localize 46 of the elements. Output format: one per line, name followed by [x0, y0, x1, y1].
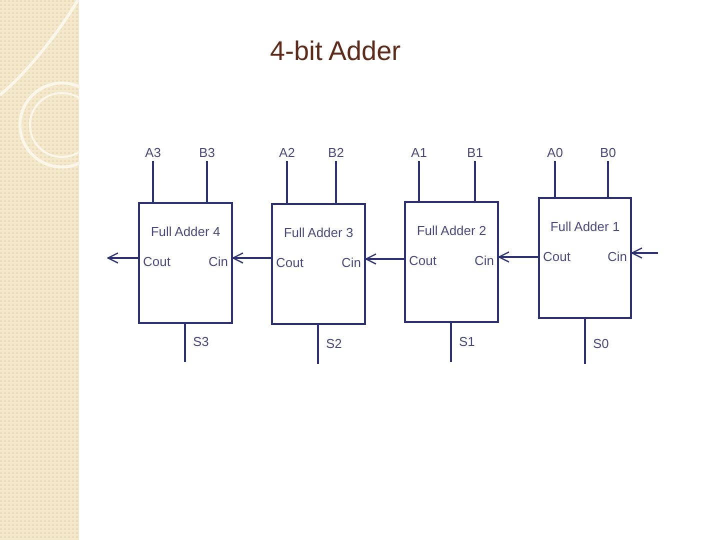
block-title: Full Adder 1 — [550, 219, 620, 235]
arrow — [631, 247, 658, 259]
signal-label: B1 — [463, 145, 487, 161]
block-title: Full Adder 4 — [150, 224, 220, 240]
wire — [335, 161, 337, 203]
signal-label: A0 — [543, 145, 567, 161]
arrow — [498, 251, 538, 263]
wire — [184, 324, 186, 362]
port-label: Cin — [474, 253, 494, 269]
wire — [152, 161, 154, 202]
port-label: Cout — [143, 254, 170, 270]
wire — [584, 319, 586, 364]
wire — [286, 161, 288, 203]
arrow — [232, 252, 271, 264]
signal-label: S1 — [451, 332, 481, 362]
port-label: Cout — [409, 253, 436, 269]
title: 4-bit Adder — [270, 36, 401, 67]
signal-label: S3 — [185, 332, 215, 362]
arrow — [107, 252, 138, 264]
full-adder-block — [538, 197, 632, 319]
signal-label: A2 — [275, 145, 299, 161]
port-label: Cin — [341, 255, 361, 271]
wire — [206, 161, 208, 202]
wire — [450, 323, 452, 362]
block-title: Full Adder 2 — [416, 223, 486, 239]
signal-label: A1 — [407, 145, 431, 161]
wire — [474, 161, 476, 201]
port-label: Cout — [543, 249, 570, 265]
full-adder-block — [404, 201, 499, 323]
signal-label: A3 — [140, 145, 166, 161]
wire — [554, 161, 556, 197]
wire — [607, 161, 609, 197]
port-label: Cin — [208, 254, 228, 270]
wire — [418, 161, 420, 201]
signal-label: S0 — [585, 334, 615, 364]
signal-label: B0 — [596, 145, 620, 161]
signal-label: S2 — [318, 334, 348, 364]
full-adder-block — [271, 203, 366, 325]
port-label: Cin — [607, 249, 627, 265]
signal-label: B3 — [194, 145, 220, 161]
arrow — [365, 253, 404, 265]
port-label: Cout — [276, 255, 304, 271]
block-title: Full Adder 3 — [284, 225, 354, 241]
full-adder-block — [138, 202, 233, 324]
signal-label: B2 — [324, 145, 348, 161]
wire — [317, 325, 319, 364]
